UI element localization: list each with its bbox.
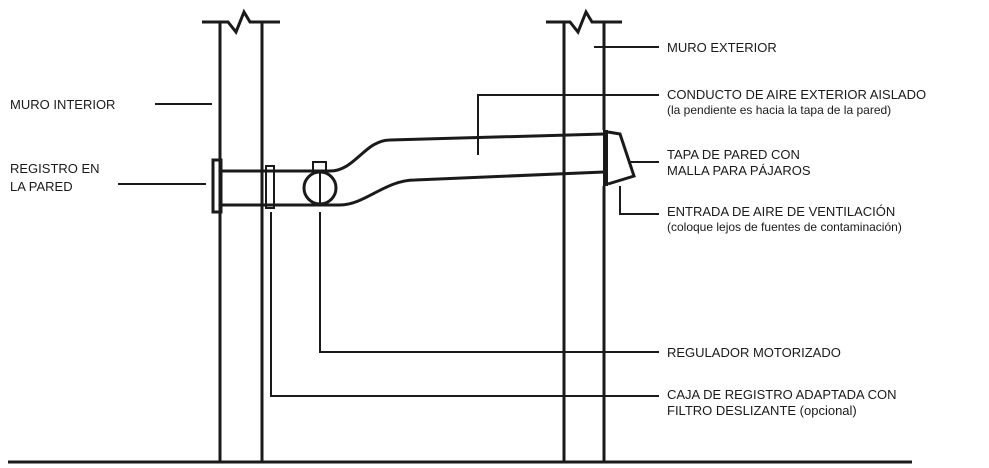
leader-duct xyxy=(477,94,659,155)
damper-motor xyxy=(312,161,327,172)
exterior-wall-break-mark xyxy=(546,8,622,35)
label-filter-box-optional: (opcional) xyxy=(796,403,857,418)
label-filter-box-line2: FILTRO DESLIZANTE (opcional) xyxy=(667,403,857,418)
label-air-intake-line1: ENTRADA DE AIRE DE VENTILACIÓN xyxy=(667,204,895,219)
label-wall-register-line1: REGISTRO EN xyxy=(10,161,100,176)
label-wall-cap-line1: TAPA DE PARED CON xyxy=(667,147,800,162)
exterior-wall xyxy=(546,8,622,462)
label-exterior-wall: MURO EXTERIOR xyxy=(667,40,777,55)
wall-cap-flange xyxy=(603,130,608,186)
motorized-damper xyxy=(302,161,338,206)
interior-wall xyxy=(202,8,280,462)
label-wall-cap-line2: MALLA PARA PÁJAROS xyxy=(667,163,811,178)
label-damper: REGULADOR MOTORIZADO xyxy=(667,345,841,360)
leader-damper xyxy=(319,212,659,353)
leader-air-intake xyxy=(619,186,659,215)
label-interior-wall: MURO INTERIOR xyxy=(10,97,115,112)
wall-cap xyxy=(603,130,636,186)
label-air-intake-line2: (coloque lejos de fuentes de contaminaci… xyxy=(667,220,902,234)
label-filter-box-line1: CAJA DE REGISTRO ADAPTADA CON xyxy=(667,387,896,402)
duct-top-edge xyxy=(221,132,605,173)
label-duct-line1: CONDUCTO DE AIRE EXTERIOR AISLADO xyxy=(667,87,926,102)
insulated-duct xyxy=(221,132,605,207)
label-duct-line2: (la pendiente es hacia la tapa de la par… xyxy=(667,103,891,117)
filter-box-collar xyxy=(265,165,275,209)
wall-cap-hood xyxy=(607,130,636,186)
interior-wall-break-mark xyxy=(202,8,280,35)
leader-filter-box xyxy=(270,212,659,397)
label-wall-register-line2: LA PARED xyxy=(10,179,73,194)
wall-register-flange xyxy=(211,158,223,214)
duct-bottom-edge xyxy=(221,170,605,207)
label-filter-box-main: FILTRO DESLIZANTE xyxy=(667,403,796,418)
